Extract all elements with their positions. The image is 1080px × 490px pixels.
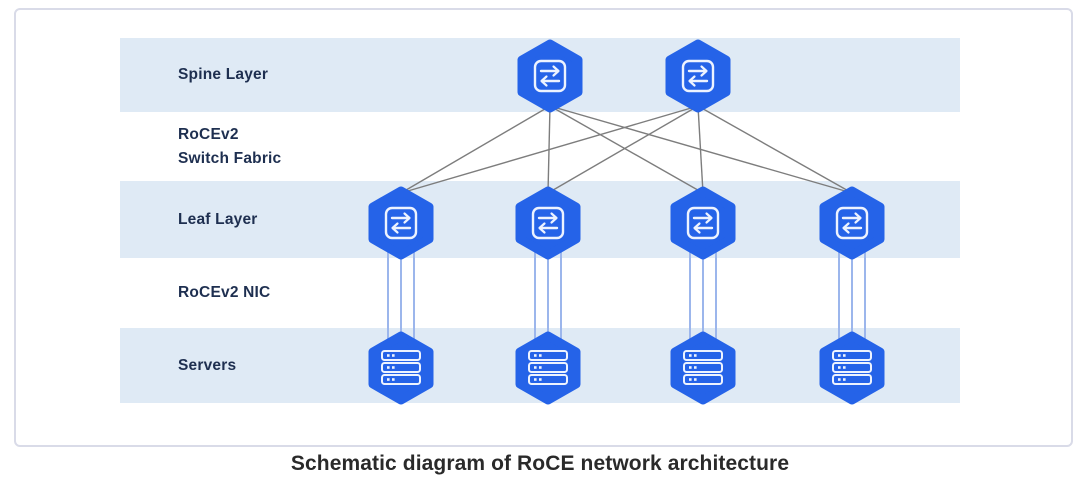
fabric-link	[547, 105, 699, 194]
fabric-link	[400, 105, 551, 194]
server-2	[515, 331, 581, 405]
hexagon-shape	[368, 186, 434, 260]
hexagon-shape	[517, 39, 583, 113]
transfer-arrows-icon	[686, 206, 720, 240]
server-3	[670, 331, 736, 405]
fabric-link	[697, 105, 704, 194]
band-switch-fabric: RoCEv2 Switch Fabric	[120, 112, 960, 181]
transfer-arrows-icon	[384, 206, 418, 240]
server-1	[368, 331, 434, 405]
transfer-arrows-icon	[835, 206, 869, 240]
spine-switch-2	[665, 39, 731, 113]
server-rack-icon	[528, 350, 568, 385]
transfer-arrows-icon	[531, 206, 565, 240]
server-rack-icon	[683, 350, 723, 385]
row-label-servers: Servers	[178, 356, 237, 374]
leaf-switch-2	[515, 186, 581, 260]
row-label-rocev2-nic: RoCEv2 NIC	[178, 284, 271, 302]
fabric-link	[400, 105, 699, 194]
spine-switch-1	[517, 39, 583, 113]
transfer-arrows-icon	[533, 59, 567, 93]
server-4	[819, 331, 885, 405]
transfer-arrows-icon	[681, 59, 715, 93]
leaf-switch-1	[368, 186, 434, 260]
server-rack-icon	[832, 350, 872, 385]
hexagon-shape	[819, 186, 885, 260]
leaf-switch-4	[819, 186, 885, 260]
hexagon-shape	[670, 186, 736, 260]
diagram-overlay	[368, 39, 885, 405]
row-label-switch-fabric: RoCEv2 Switch Fabric	[178, 126, 282, 167]
fabric-link	[549, 105, 704, 194]
diagram-frame: Spine Layer RoCEv2 Switch Fabric Leaf La…	[14, 8, 1073, 447]
leaf-switch-3	[670, 186, 736, 260]
row-label-spine-layer: Spine Layer	[178, 66, 269, 84]
hexagon-shape	[515, 186, 581, 260]
fabric-link	[697, 105, 853, 194]
band-rocev2-nic: RoCEv2 NIC	[120, 258, 960, 328]
figure-caption: Schematic diagram of RoCE network archit…	[290, 452, 790, 475]
row-label-leaf-layer: Leaf Layer	[178, 210, 258, 228]
hexagon-shape	[665, 39, 731, 113]
server-rack-icon	[381, 350, 421, 385]
